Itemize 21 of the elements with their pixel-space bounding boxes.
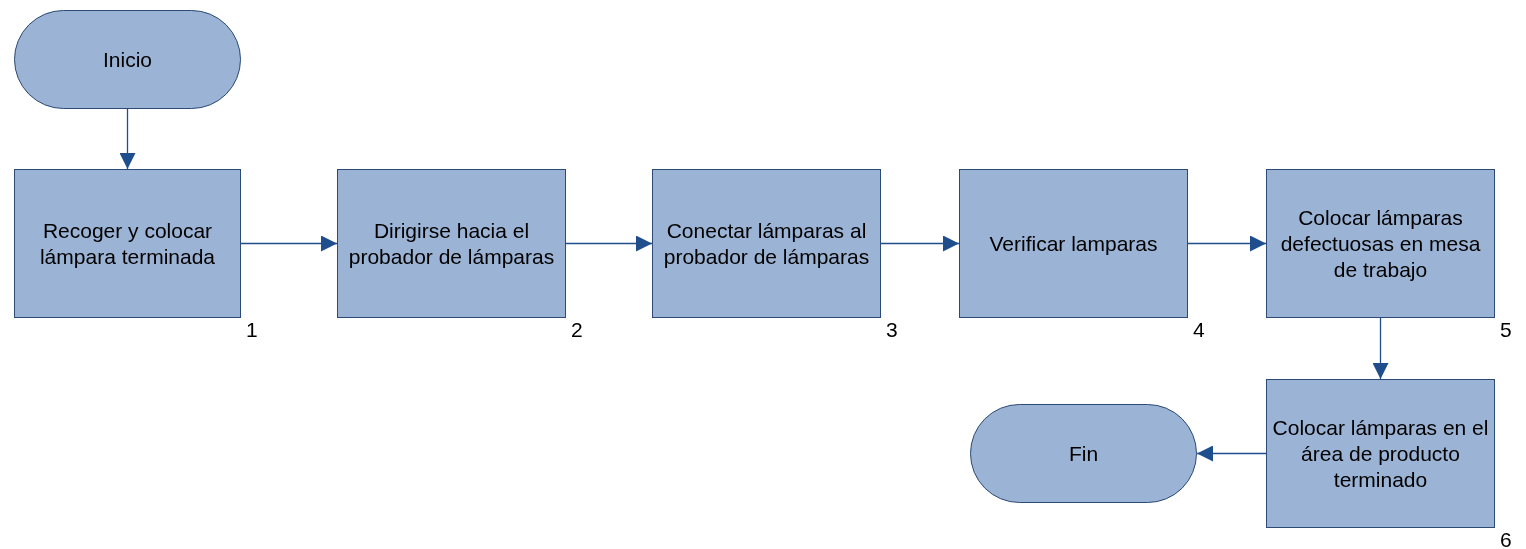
step-number: 4: [1193, 318, 1205, 342]
arrow: [1372, 317, 1389, 380]
step-label: Inicio: [103, 46, 152, 73]
step-label: Colocar lámparas en el área de producto terminado: [1271, 414, 1490, 493]
step-number: 6: [1500, 528, 1512, 549]
step-number: 5: [1500, 318, 1512, 342]
arrow: [1196, 445, 1267, 462]
step-label: Dirigirse hacia el probador de lámparas: [347, 217, 556, 270]
step-label: Verificar lamparas: [989, 230, 1158, 257]
arrow: [565, 235, 653, 252]
step-number: 2: [571, 318, 583, 342]
arrow: [880, 235, 960, 252]
arrow: [119, 108, 136, 170]
step-label: Conectar lámparas al probador de lámparas: [662, 217, 871, 270]
step-label: Colocar lámparas defectuosas en mesa de trabajo: [1279, 204, 1482, 283]
arrow: [240, 235, 338, 252]
arrow: [1187, 235, 1267, 252]
step-number: 3: [886, 318, 898, 342]
step-number: 1: [246, 318, 258, 342]
step-label: Recoger y colocar lámpara terminada: [38, 217, 217, 270]
step-label: Fin: [1068, 440, 1099, 467]
